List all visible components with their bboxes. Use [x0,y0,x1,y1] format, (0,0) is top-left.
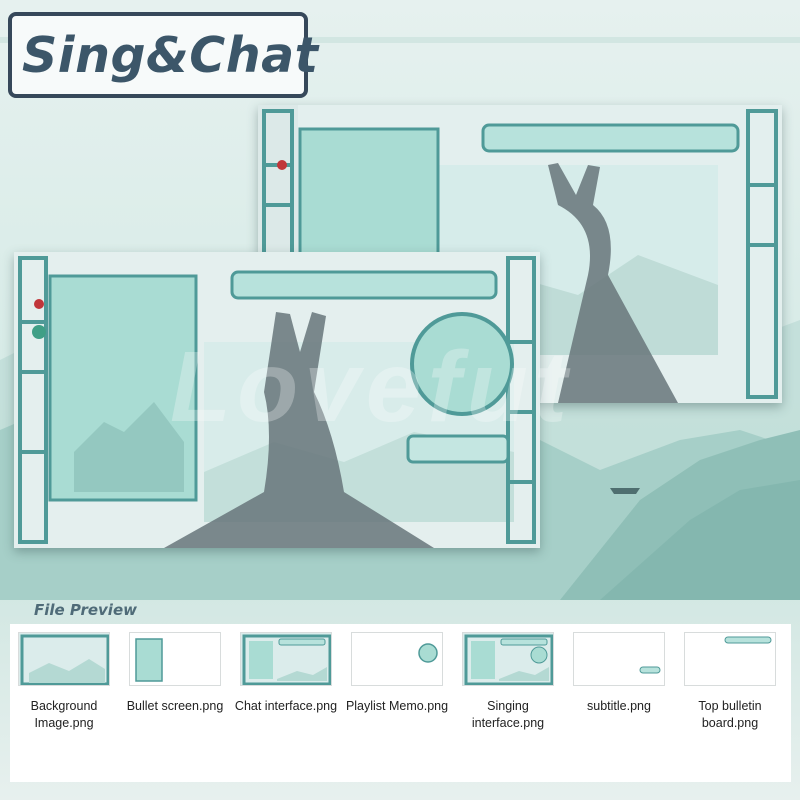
playlist-memo-thumbnail-icon [351,632,443,686]
watermark: Lovefut [170,331,574,443]
title-banner: Sing&Chat [8,12,318,98]
file-item-background-image[interactable]: Background Image.png [12,632,116,732]
background-thumbnail-icon [18,632,110,686]
chat-interface-thumbnail-icon [240,632,332,686]
file-name: Singing interface.png [471,699,545,730]
page-title: Sing&Chat [22,26,319,84]
file-item-playlist-memo[interactable]: Playlist Memo.png [345,632,449,715]
boat-icon [610,488,640,494]
jade-icon [32,325,46,339]
top-bulletin-board-thumbnail-icon [684,632,776,686]
knot-icon [34,299,44,309]
file-item-top-bulletin-board[interactable]: Top bulletin board.png [678,632,782,732]
file-preview-panel: Background Image.png Bullet screen.png C… [10,624,791,782]
file-name: Playlist Memo.png [345,699,449,713]
file-item-bullet-screen[interactable]: Bullet screen.png [123,632,227,715]
bullet-screen-thumbnail-icon [129,632,221,686]
chat-interface-mockup [14,252,540,548]
bunny-silhouette [164,312,434,548]
file-name: Chat interface.png [234,699,338,713]
knot-icon [277,160,287,170]
subtitle-bar [406,434,510,464]
file-item-chat-interface[interactable]: Chat interface.png [234,632,338,715]
file-item-singing-interface[interactable]: Singing interface.png [456,632,560,732]
file-name: Background Image.png [30,699,98,730]
file-item-subtitle[interactable]: subtitle.png [567,632,671,715]
subtitle-thumbnail-icon [573,632,665,686]
singing-interface-thumbnail-icon [462,632,554,686]
file-preview-label: File Preview [34,601,137,619]
playlist-memo-circle [410,312,514,416]
file-name: Bullet screen.png [126,699,224,713]
file-name: subtitle.png [587,699,651,713]
top-bulletin-board [230,270,498,300]
file-name: Top bulletin board.png [698,699,762,730]
